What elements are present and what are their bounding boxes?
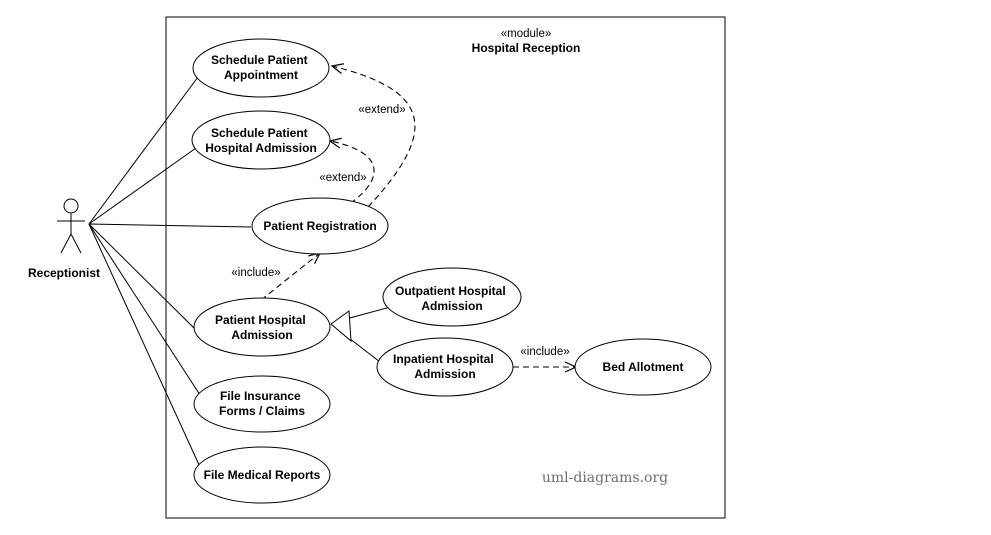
extend-arrow-admission [328,137,375,210]
use-case-label: Outpatient Hospital [395,284,506,298]
use-case-label: Inpatient Hospital [393,352,494,366]
use-case-label: Forms / Claims [219,404,305,418]
include-arrow-registration [260,252,322,301]
assoc-schedule-admission [88,147,197,225]
svg-text:Schedule Patient Appoint: Schedule Patient Appointment [211,53,311,82]
include-label-registration: «include» [231,267,280,279]
use-case-file-reports[interactable]: File Medical Reports [193,446,331,504]
actor-head [63,198,79,214]
use-case-label: Patient Registration [263,219,376,233]
use-case-schedule-appointment[interactable]: Schedule Patient Appointment [192,38,330,98]
use-case-label: Admission [231,328,292,342]
extend-label-1: «extend» [358,104,405,116]
use-case-file-insurance[interactable]: File Insurance Forms / Claims [193,375,331,433]
use-case-label: Appointment [224,68,298,82]
assoc-schedule-appointment [88,76,199,225]
svg-text:Inpatient Hospital Admis: Inpatient Hospital Admission [393,352,497,381]
watermark: uml-diagrams.org [542,470,668,486]
use-case-label: File Insurance [220,389,301,403]
use-case-registration[interactable]: Patient Registration [251,197,389,255]
actor-name: Receptionist [28,266,100,280]
svg-text:Patient Hospital Admissi: Patient Hospital Admission [215,313,309,342]
generalization-outpatient [345,305,395,320]
actor-receptionist[interactable] [57,198,85,254]
use-case-schedule-admission[interactable]: Schedule Patient Hospital Admission [191,110,331,170]
use-case-label: Bed Allotment [603,360,684,374]
assoc-registration [88,223,252,228]
system-name: Hospital Reception [472,41,581,55]
use-case-label: File Medical Reports [204,468,321,482]
use-case-inpatient-admission[interactable]: Inpatient Hospital Admission [376,337,514,397]
use-case-label: Hospital Admission [205,141,317,155]
generalization-inpatient [344,334,385,366]
svg-text:Outpatient Hospital Admi: Outpatient Hospital Admission [395,284,509,313]
system-boundary [165,16,726,519]
system-stereotype: «module» [501,28,552,40]
assoc-patient-admission [88,223,201,335]
generalization-triangle [330,310,352,343]
use-case-label: Patient Hospital [215,313,306,327]
use-case-label: Schedule Patient [211,126,308,140]
svg-text:Bed Allotment: Bed Allotment [603,360,684,374]
assoc-file-reports [88,223,201,468]
svg-text:Schedule Patient Hospita: Schedule Patient Hospital Admission [205,126,317,155]
svg-text:Patient Registration: Patient Registration [263,219,376,233]
svg-text:File Medical Reports: File Medical Reports [204,468,321,482]
use-case-patient-admission[interactable]: Patient Hospital Admission [193,297,331,357]
associations [88,76,252,468]
svg-text:File Insurance Forms / C: File Insurance Forms / Claims [219,389,305,418]
assoc-file-insurance [88,223,203,399]
include-label-bed: «include» [520,346,569,358]
use-case-label: Schedule Patient [211,53,308,67]
extend-arrow-appointment [330,63,416,208]
extend-label-2: «extend» [319,172,366,184]
use-case-outpatient-admission[interactable]: Outpatient Hospital Admission [382,267,522,327]
use-case-label: Admission [414,367,475,381]
use-case-bed-allotment[interactable]: Bed Allotment [574,338,712,396]
use-case-label: Admission [421,299,482,313]
